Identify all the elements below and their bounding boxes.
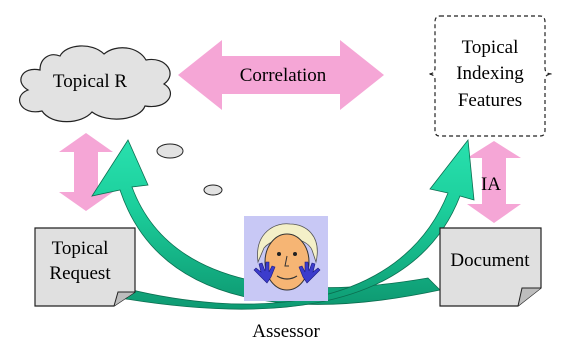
- assessor-eye-left: [277, 252, 281, 256]
- assessor-label: Assessor: [252, 321, 320, 342]
- ia-arrow-shape: [467, 141, 521, 223]
- ia-label: IA: [481, 174, 501, 195]
- ia-arrow: IA: [467, 141, 521, 223]
- correlation-arrow: Correlation: [178, 40, 384, 110]
- assessor-figure: [244, 216, 328, 301]
- thought-bubble-medium: [203, 184, 223, 196]
- indexing-box-shape: [427, 15, 553, 137]
- assessor-mouth: [276, 275, 298, 280]
- assessor-nose: [284, 255, 289, 267]
- correlation-label: Correlation: [240, 65, 327, 86]
- topical-r-cloud: Topical R: [19, 45, 171, 123]
- topical-request-document: Topical Request: [34, 227, 136, 307]
- indexing-features-box: Topical Indexing Features: [427, 15, 553, 137]
- thought-bubble-large: [156, 143, 184, 159]
- assessor-hand-right: [298, 261, 321, 284]
- teal-curve-right: [111, 138, 475, 310]
- topical-r-label: Topical R: [53, 71, 127, 92]
- request-label-line1: Topical: [52, 238, 109, 259]
- request-label-line2: Request: [49, 263, 111, 284]
- indexing-label-line1: Topical: [462, 37, 519, 58]
- document-label: Document: [450, 250, 530, 271]
- assessor-eye-right: [293, 252, 297, 256]
- document: Document: [439, 227, 542, 307]
- indexing-label-line3: Features: [458, 90, 522, 111]
- assessor-face: [264, 233, 310, 291]
- assessor-hand-left: [253, 261, 276, 284]
- request-link-arrow: [59, 133, 113, 211]
- correlation-arrow-shape: [178, 40, 384, 110]
- request-doc-fold: [113, 291, 135, 307]
- cloud-shape: [19, 45, 171, 123]
- document-fold: [517, 287, 541, 307]
- indexing-label-line2: Indexing: [456, 63, 524, 84]
- assessor-to-indexing-arrow: [111, 138, 475, 310]
